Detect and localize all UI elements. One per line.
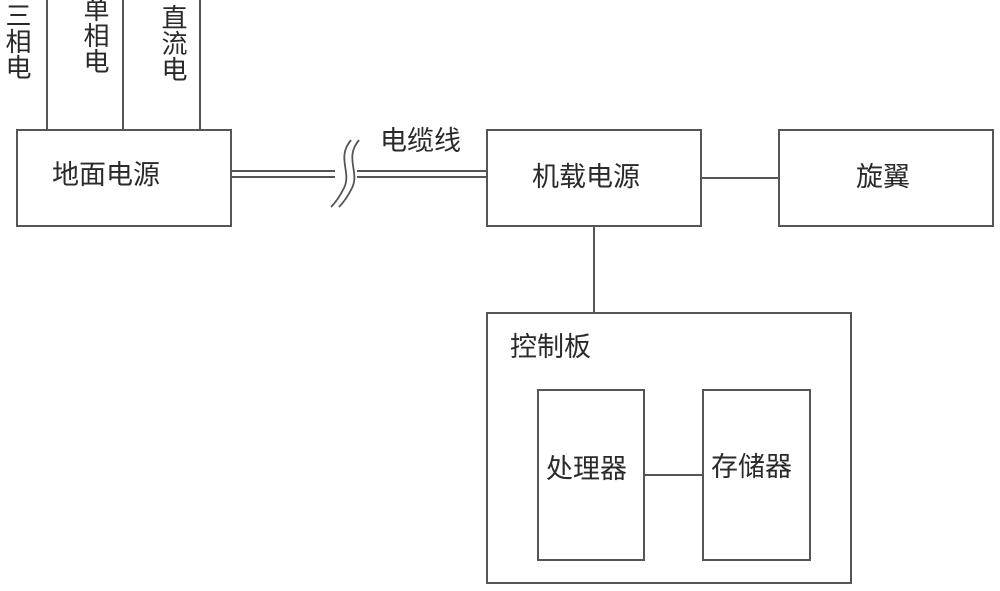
onboard-power-label: 机载电源	[532, 162, 640, 193]
cable-label: 电缆线	[380, 126, 461, 157]
input-label-dc: 直流电	[157, 4, 187, 82]
memory-label: 存储器	[711, 452, 792, 483]
ground-power-label: 地面电源	[52, 160, 160, 191]
rotor-label: 旋翼	[856, 162, 910, 193]
cable-break-symbol-left	[330, 139, 352, 208]
processor-label: 处理器	[546, 454, 627, 485]
control-board-label: 控制板	[510, 332, 591, 363]
cable-break-symbol-right	[338, 139, 360, 208]
input-label-three-phase: 三相电	[1, 2, 31, 80]
input-label-single-phase: 单相电	[79, 0, 109, 74]
control-board-box	[486, 312, 852, 584]
